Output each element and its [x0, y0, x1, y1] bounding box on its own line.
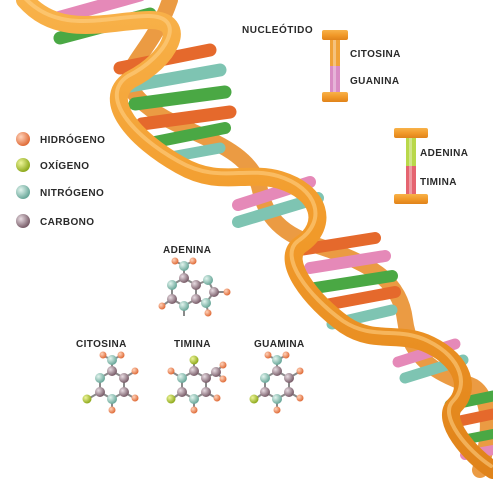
adenina-bar: [406, 138, 416, 166]
atom: [201, 298, 211, 308]
atom: [107, 355, 117, 365]
atom: [190, 406, 198, 414]
rung: [304, 250, 391, 274]
atom: [177, 373, 187, 383]
citosina-molecule: CITOSINA: [76, 339, 139, 414]
atom: [189, 366, 199, 376]
atom: [166, 394, 176, 404]
atom: [203, 275, 213, 285]
adenina-key-label: ADENINA: [420, 148, 468, 159]
adenina-timina-key: ADENINA TIMINA: [394, 128, 468, 204]
atom: [189, 257, 197, 265]
atom: [223, 288, 231, 296]
atom: [167, 294, 177, 304]
pair-bottom-cap: [394, 194, 428, 204]
atom: [201, 387, 211, 397]
citosina-bar: [330, 40, 340, 66]
atom: [211, 367, 221, 377]
dna-helix: [16, 0, 493, 479]
atom: [107, 394, 117, 404]
atom: [131, 367, 139, 375]
atom: [167, 367, 175, 375]
atom: [131, 394, 139, 402]
rung: [123, 63, 227, 93]
atom: [167, 280, 177, 290]
atom-legend: HIDRÓGENO OXÍGENO NITRÓGENO CARBONO: [16, 132, 105, 228]
hydrogen-label: HIDRÓGENO: [40, 133, 105, 146]
citosina-molecule-label: CITOSINA: [76, 339, 127, 350]
helix-front-strand: [16, 0, 493, 479]
carbon-label: CARBONO: [40, 217, 94, 228]
atom: [284, 387, 294, 397]
timina-key-label: TIMINA: [420, 177, 457, 188]
atom: [179, 273, 189, 283]
adenina-molecule-label: ADENINA: [163, 245, 211, 256]
atom: [213, 394, 221, 402]
atom: [209, 287, 219, 297]
atom: [95, 373, 105, 383]
atom: [219, 361, 227, 369]
nitrogen-label: NITRÓGENO: [40, 186, 104, 199]
atom: [99, 351, 107, 359]
timina-molecule-label: TIMINA: [174, 339, 211, 350]
nitrogen-swatch: [16, 185, 30, 199]
guamina-molecule-label: GUAMINA: [254, 339, 305, 350]
rung: [128, 85, 232, 111]
atom: [191, 294, 201, 304]
atom: [260, 387, 270, 397]
nucleotide-key: NUCLEÓTIDO CITOSINA GUANINA: [242, 23, 401, 102]
citosina-key-label: CITOSINA: [350, 49, 401, 60]
atom: [119, 387, 129, 397]
atom: [260, 373, 270, 383]
adenina-molecule: ADENINA: [158, 245, 231, 317]
atom: [296, 367, 304, 375]
atom: [117, 351, 125, 359]
rung: [294, 232, 381, 256]
atom: [107, 366, 117, 376]
atom: [282, 351, 290, 359]
atom: [296, 394, 304, 402]
helix-front-highlight: [24, 0, 493, 468]
atom: [95, 387, 105, 397]
rung: [135, 105, 237, 131]
atom: [201, 373, 211, 383]
atom: [249, 394, 259, 404]
atom: [204, 309, 212, 317]
carbon-swatch: [16, 214, 30, 228]
guanina-bar: [330, 66, 340, 92]
atom: [272, 366, 282, 376]
atom: [264, 351, 272, 359]
atom: [179, 301, 189, 311]
guanina-key-label: GUANINA: [350, 76, 399, 87]
atom: [189, 394, 199, 404]
oxygen-label: OXÍGENO: [40, 159, 89, 172]
atom: [119, 373, 129, 383]
rung: [309, 270, 398, 294]
atom: [158, 302, 166, 310]
nucleotide-title: NUCLEÓTIDO: [242, 23, 313, 36]
atom: [177, 387, 187, 397]
atom: [108, 406, 116, 414]
atom: [284, 373, 294, 383]
atom: [191, 280, 201, 290]
guamina-molecule: GUAMINA: [249, 339, 305, 414]
rung: [149, 122, 231, 148]
nucleotide-bottom-cap: [322, 92, 348, 102]
atom: [171, 257, 179, 265]
atom: [219, 375, 227, 383]
oxygen-swatch: [16, 158, 30, 172]
atom: [273, 406, 281, 414]
timina-molecule: TIMINA: [166, 339, 227, 414]
timina-bar: [406, 166, 416, 194]
atom: [189, 355, 199, 365]
atom: [272, 394, 282, 404]
pair-top-cap: [394, 128, 428, 138]
atom: [82, 394, 92, 404]
rung: [449, 408, 493, 428]
nucleotide-top-cap: [322, 30, 348, 40]
atom: [272, 355, 282, 365]
hydrogen-swatch: [16, 132, 30, 146]
atom: [179, 261, 189, 271]
